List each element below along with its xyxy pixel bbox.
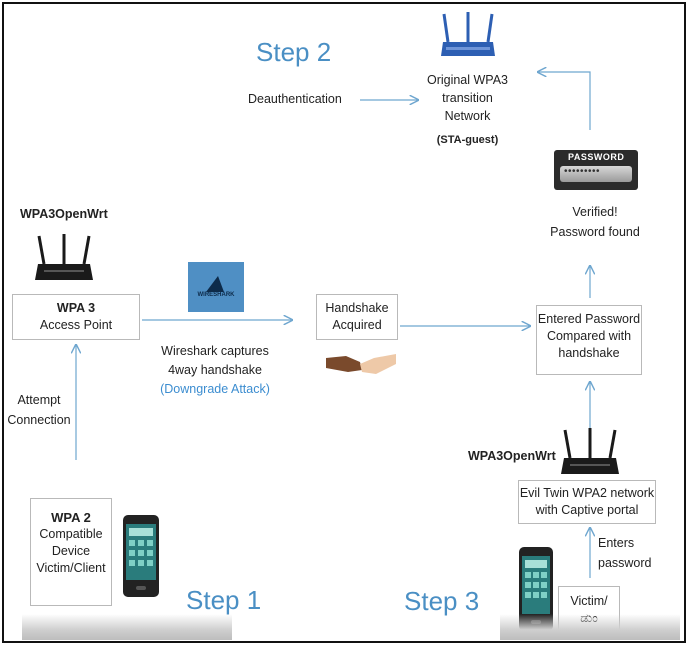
wireshark-caption-line3: (Downgrade Attack)	[160, 382, 270, 396]
verified-line2: Password found	[550, 225, 640, 239]
compare-line2: Compared with	[546, 329, 632, 343]
wpa2-device-title: WPA 2	[51, 510, 91, 525]
shark-fin-icon	[206, 276, 224, 292]
evil-twin-box: Evil Twin WPA2 network with Captive port…	[518, 480, 656, 524]
original-network-line1: Original WPA3	[426, 73, 509, 87]
access-point-title: WPA 3	[56, 301, 96, 315]
original-network-line2: transition	[442, 91, 493, 105]
smartphone-icon	[123, 515, 159, 597]
wireshark-caption-line2: 4way handshake	[168, 363, 262, 377]
password-dots: •••••••••	[564, 166, 601, 177]
password-field: •••••••••	[560, 166, 632, 182]
attempt-line2: Connection	[7, 413, 71, 427]
password-graphic: PASSWORD •••••••••	[554, 150, 638, 190]
bottom-shadow-left	[22, 614, 232, 640]
wireshark-wordmark: WIRESHARK	[197, 292, 235, 298]
handshake-line1: Handshake	[325, 301, 389, 315]
attempt-line1: Attempt	[17, 393, 61, 407]
enters-line2: password	[598, 556, 652, 570]
wireshark-logo: WIRESHARK	[188, 262, 244, 312]
wpa2-device-box: WPA 2 Compatible Device Victim/Client	[30, 498, 112, 606]
original-network-ssid: (STA-guest)	[436, 134, 499, 146]
arrow-verified-to-network	[538, 72, 591, 130]
handshake-box: Handshake Acquired	[316, 294, 398, 340]
bottom-shadow-right	[500, 614, 680, 640]
access-point-subtitle: Access Point	[39, 318, 113, 332]
right-router-label: WPA3OpenWrt	[468, 449, 556, 463]
wireshark-caption-line1: Wireshark captures	[161, 344, 269, 358]
deauth-label: Deauthentication	[248, 92, 342, 106]
enters-line1: Enters	[598, 536, 635, 550]
handshake-line2: Acquired	[332, 318, 382, 332]
wpa2-device-line3: Device	[51, 544, 91, 558]
verified-line1: Verified!	[572, 205, 618, 219]
victim-line1: Victim/	[570, 594, 608, 608]
wpa2-device-line4: Victim/Client	[36, 561, 106, 575]
router-icon	[35, 234, 93, 280]
wpa2-device-line2: Compatible	[39, 527, 103, 541]
step-1-label: Step 1	[186, 585, 262, 615]
password-label: PASSWORD	[568, 152, 625, 162]
access-point-box: WPA 3 Access Point	[12, 294, 140, 340]
left-router-label: WPA3OpenWrt	[20, 207, 108, 221]
blue-router-icon	[441, 12, 495, 56]
handshake-icon	[326, 354, 396, 374]
smartphone-icon	[519, 547, 553, 631]
step-3-label: Step 3	[404, 586, 480, 616]
compare-line1: Entered Password	[537, 312, 641, 326]
evil-twin-line2: with Captive portal	[535, 503, 639, 517]
evil-twin-line1: Evil Twin WPA2 network	[519, 486, 655, 500]
compare-box: Entered Password Compared with handshake	[536, 305, 642, 375]
step-2-label: Step 2	[256, 37, 332, 67]
compare-line3: handshake	[558, 346, 620, 360]
router-icon	[561, 428, 619, 474]
original-network-line3: Network	[444, 109, 491, 123]
